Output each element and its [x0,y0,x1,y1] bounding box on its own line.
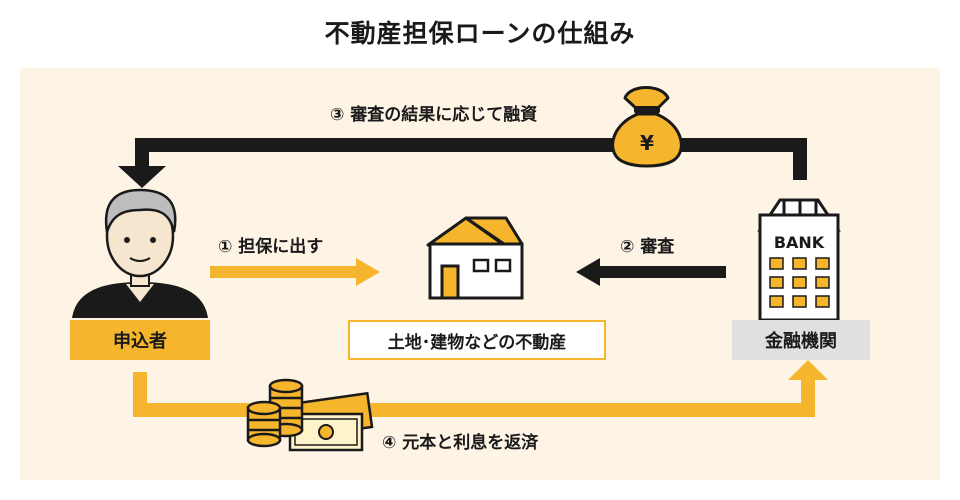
step4-label: ④ 元本と利息を返済 [382,433,539,453]
property-box: 土地･建物などの不動産 [348,320,606,360]
diagram-title: 不動産担保ローンの仕組み [324,19,636,48]
bank-box: 金融機関 [732,320,870,360]
step3-label: ③ 審査の結果に応じて融資 [330,105,538,125]
bank-building-icon: BANK [757,198,841,322]
yen-symbol: ¥ [640,131,654,155]
applicant-person-icon [72,188,208,318]
house-icon [426,216,524,300]
coins-and-bills-icon [246,378,374,452]
bank-windows [769,257,830,308]
repayment-arrow [133,360,828,417]
applicant-box: 申込者 [70,320,210,360]
loan-arrow [118,138,807,188]
step2-label: ② 審査 [620,237,675,257]
step1-label: ① 担保に出す [218,237,324,257]
review-arrow [576,258,726,286]
collateral-arrow [210,258,380,286]
money-bag-icon: ¥ [611,86,683,168]
bank-sign-text: BANK [774,233,825,252]
